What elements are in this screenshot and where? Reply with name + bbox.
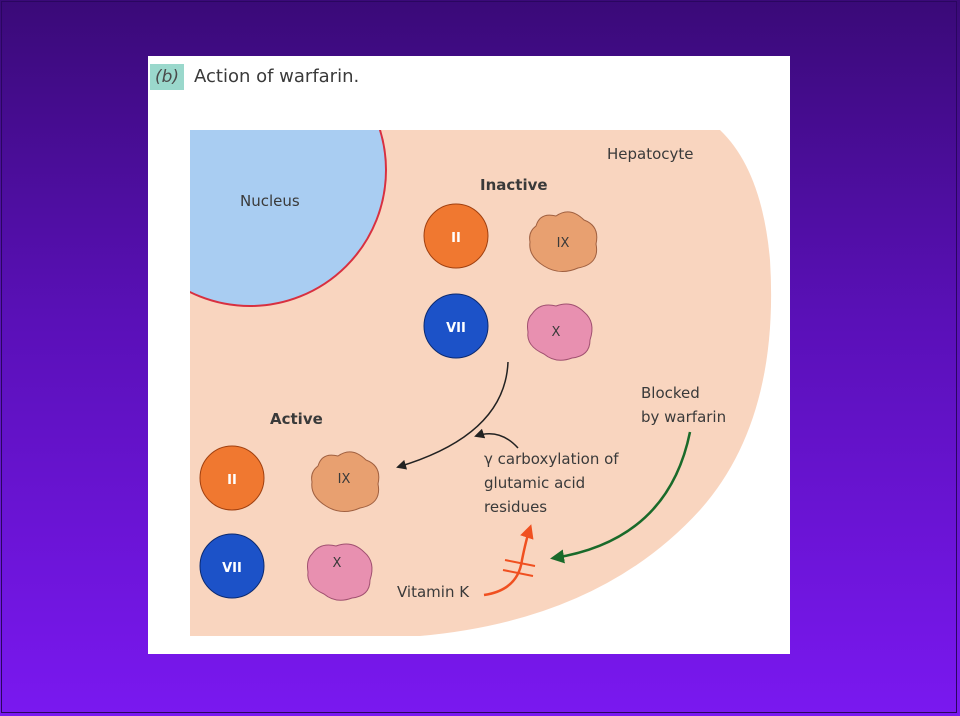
- inactive-factor-x: [527, 303, 593, 361]
- active-factor-vii-label: VII: [222, 561, 242, 576]
- active-factor-x-label: X: [333, 556, 342, 571]
- activation-arrow: [396, 361, 509, 470]
- block-mark-2: [502, 569, 534, 577]
- inactive-factor-ix: [529, 211, 598, 272]
- active-label: Active: [270, 410, 323, 428]
- active-factor-ix-label: IX: [338, 472, 351, 487]
- inactive-factor-x-label: X: [552, 325, 561, 340]
- active-factor-x: [307, 543, 373, 601]
- carboxylation-pointer-arrow: [474, 428, 519, 449]
- active-factor-ii: [199, 445, 265, 511]
- inactive-label: Inactive: [480, 176, 548, 194]
- hepatocyte-label: Hepatocyte: [607, 145, 694, 163]
- vitamin-k-arrow: [483, 524, 534, 597]
- block-mark-1: [504, 559, 536, 567]
- nucleus: [190, 130, 387, 307]
- active-factor-ix: [311, 451, 380, 512]
- carboxylation-text-line1: γ carboxylation of: [484, 450, 619, 468]
- inactive-factor-ii-label: II: [451, 231, 461, 246]
- active-factor-ii-label: II: [227, 473, 237, 488]
- figure-title: Action of warfarin.: [194, 66, 360, 87]
- warfarin-block-arrow: [550, 431, 692, 564]
- vitamin-k-label: Vitamin K: [397, 583, 470, 601]
- inactive-factor-ix-label: IX: [557, 236, 570, 251]
- inactive-factor-vii-label: VII: [446, 321, 466, 336]
- carboxylation-text-line2: glutamic acid: [484, 474, 585, 492]
- inactive-factor-vii: [423, 293, 489, 359]
- nucleus-label: Nucleus: [240, 192, 300, 210]
- blocked-text-line1: Blocked: [641, 384, 700, 402]
- inactive-factor-ii: [423, 203, 489, 269]
- active-factor-vii: [199, 533, 265, 599]
- carboxylation-text-line3: residues: [484, 498, 547, 516]
- blocked-text-line2: by warfarin: [641, 408, 726, 426]
- panel-label: (b): [150, 64, 184, 90]
